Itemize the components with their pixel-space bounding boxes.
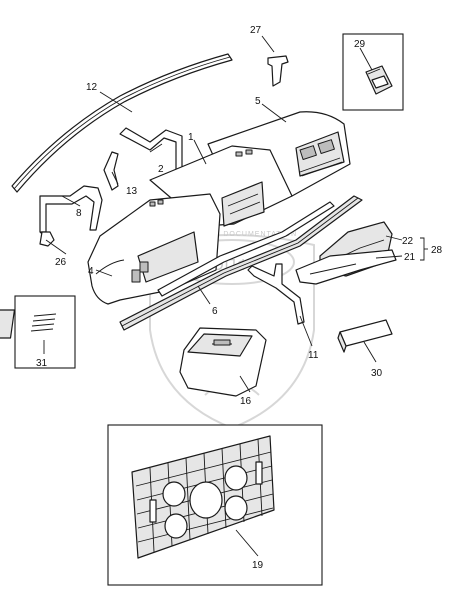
callout-30: 30 (371, 368, 383, 379)
callout-28: 28 (431, 245, 443, 256)
callout-26: 26 (55, 257, 67, 268)
callout-19: 19 (252, 560, 264, 571)
part-2-bracket (119, 127, 183, 173)
callout-11: 11 (308, 350, 319, 361)
part-19-panel-box (107, 424, 323, 586)
part-12-trim-strip (11, 53, 233, 193)
part-16-vent-box (179, 327, 267, 397)
part-31-vent-box (0, 295, 76, 369)
callout-22: 22 (402, 236, 414, 247)
callout-16: 16 (240, 396, 252, 407)
callout-8: 8 (76, 208, 82, 219)
part-11-bracket (247, 263, 305, 325)
part-19-gauge-holes (162, 465, 248, 539)
part-21-duct-plate (295, 249, 397, 285)
callout-labels: 12 27 29 5 1 2 13 8 4 26 6 11 30 22 21 2… (36, 25, 443, 571)
callout-29: 29 (354, 39, 366, 50)
callout-31: 31 (36, 358, 48, 369)
callout-12: 12 (86, 82, 98, 93)
part-27-bracket (267, 55, 289, 87)
callout-1: 1 (188, 132, 194, 143)
part-8-support-bracket (39, 185, 103, 240)
watermark-band-text: TECHNICAL DOCUMENTATION (172, 231, 297, 238)
callout-21: 21 (404, 252, 416, 263)
callout-2: 2 (158, 164, 164, 175)
part-29-switch-box (342, 33, 404, 111)
callout-13: 13 (126, 186, 138, 197)
part-6-rail-strip (119, 195, 363, 331)
part-30-cover-plate (337, 319, 393, 353)
callout-5: 5 (255, 96, 261, 107)
leader-lines (43, 35, 428, 557)
callout-27: 27 (250, 25, 262, 36)
part-13-bracket (103, 151, 119, 191)
callout-6: 6 (212, 306, 218, 317)
callout-4: 4 (88, 266, 94, 277)
